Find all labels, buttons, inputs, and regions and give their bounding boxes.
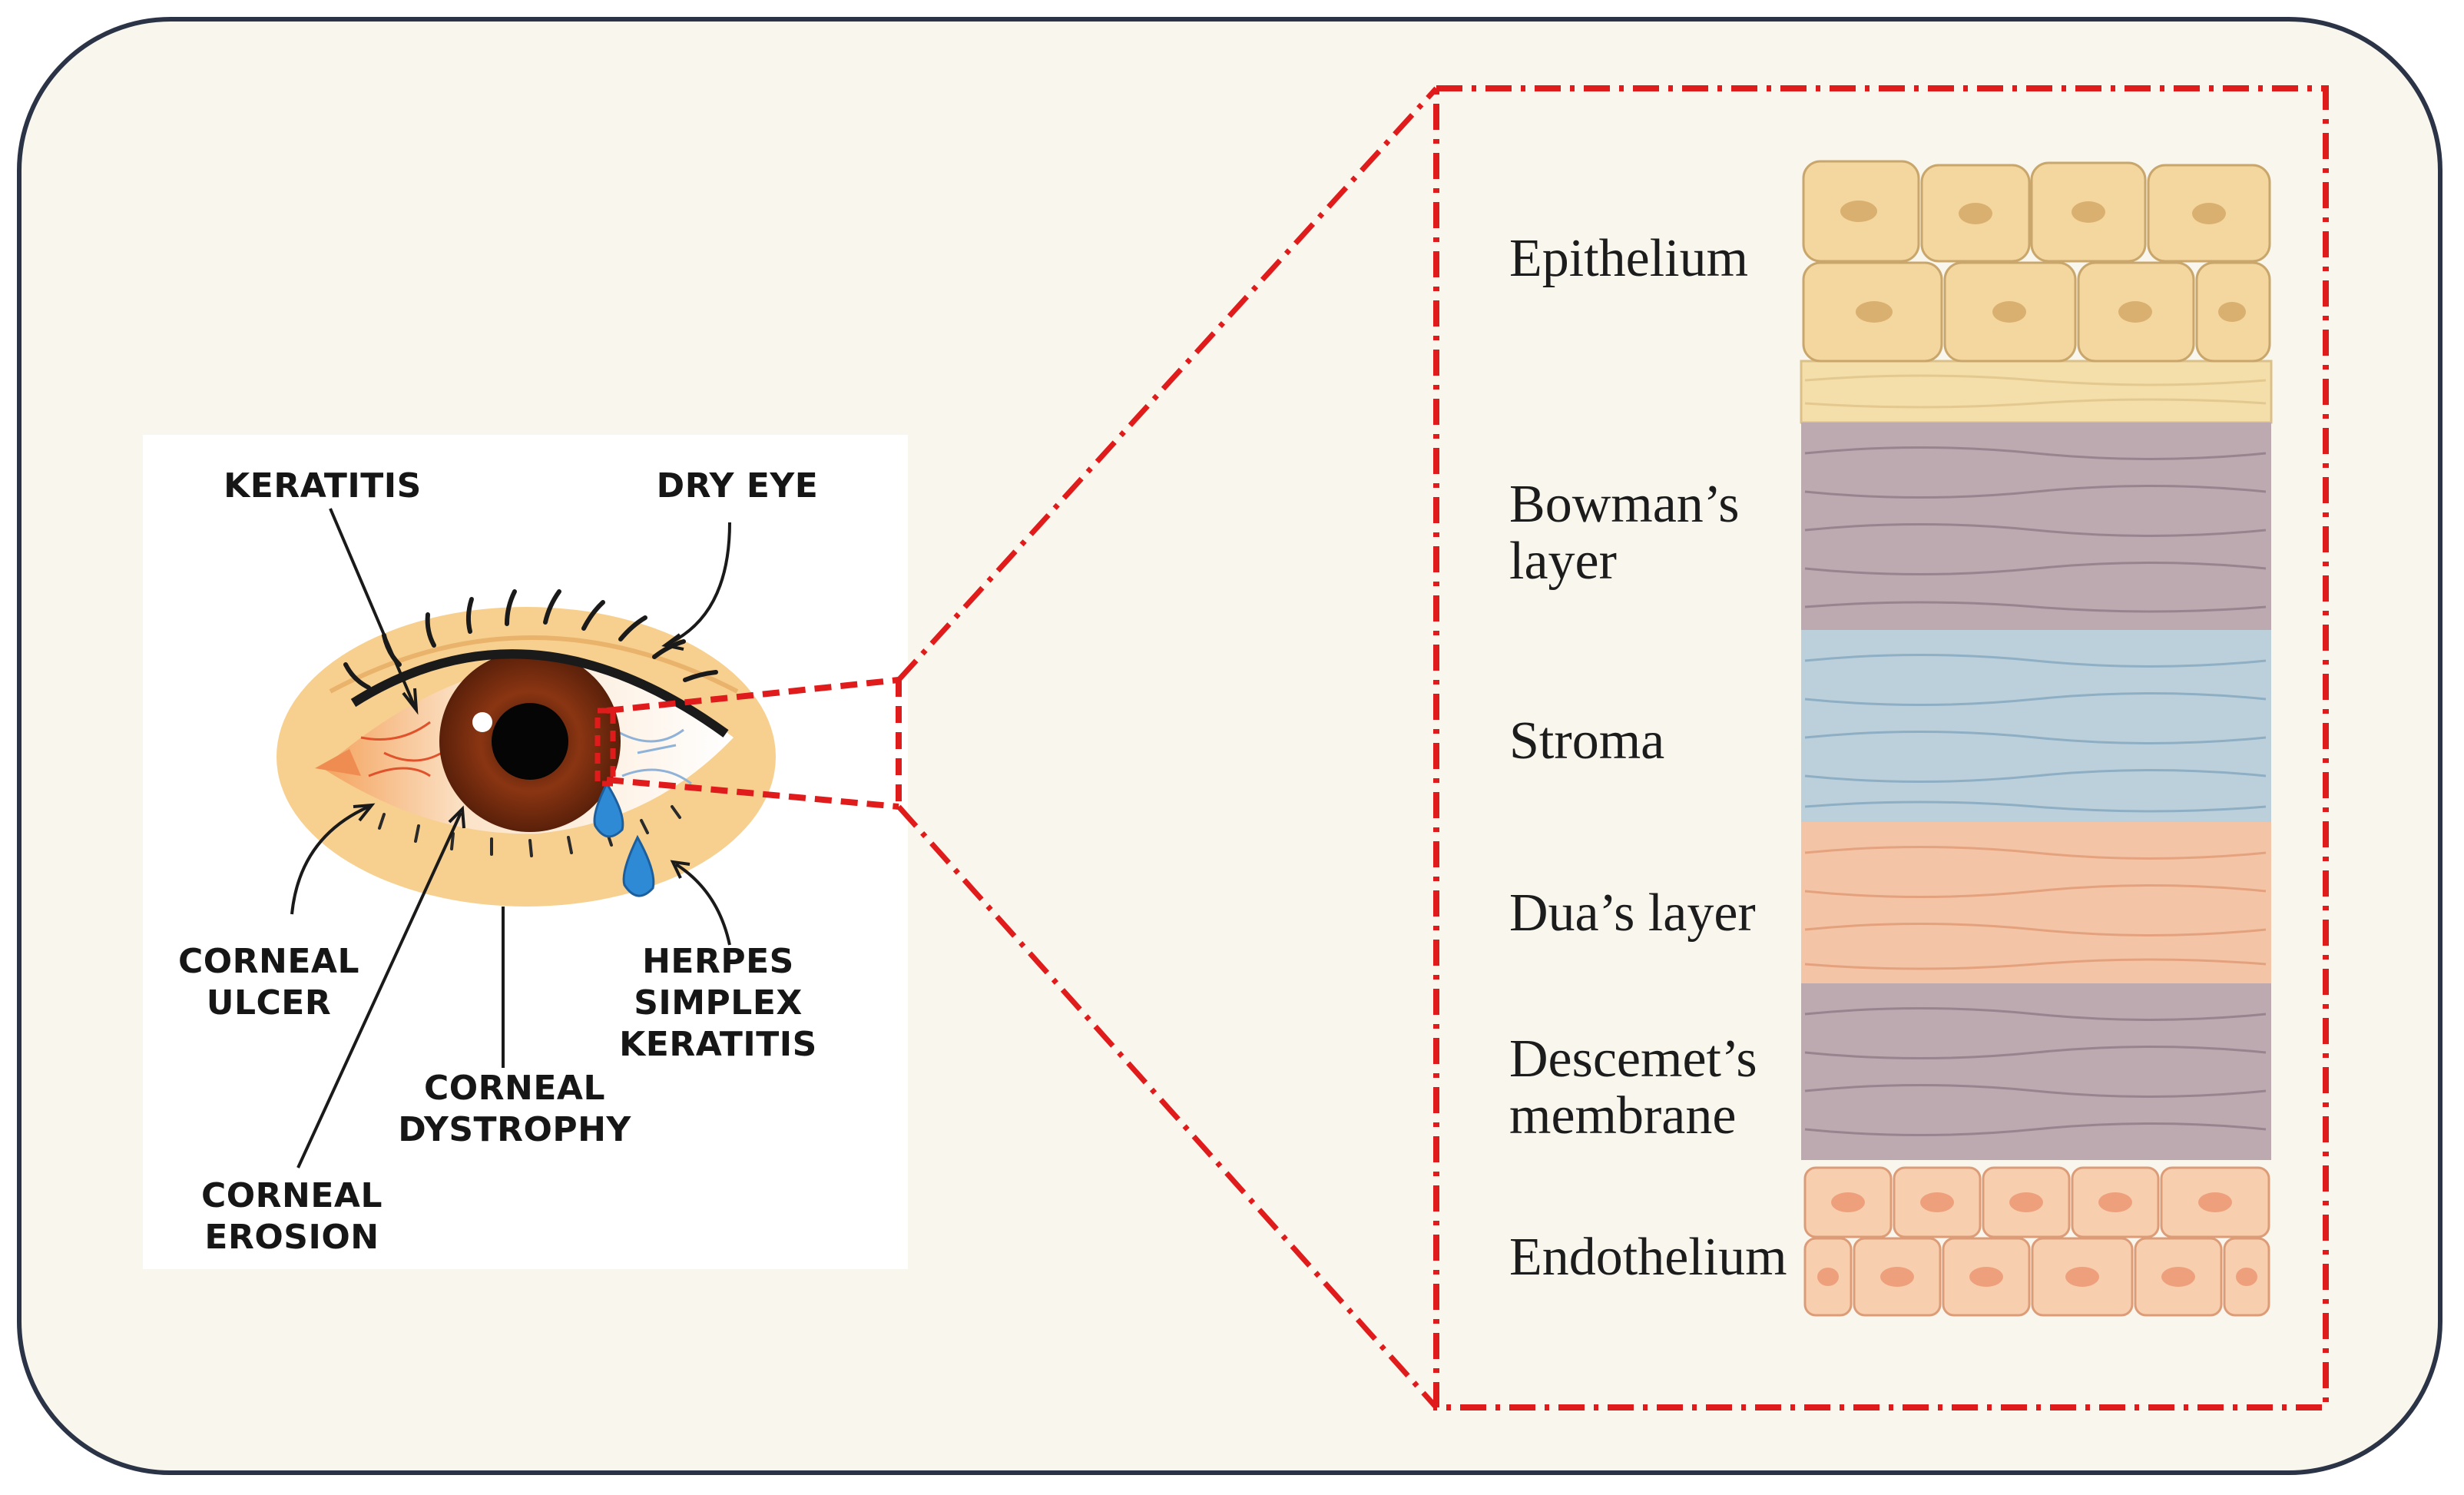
arrowhead-keratitis <box>402 688 419 715</box>
layer-label-dua: Dua’s layer <box>1509 883 1756 943</box>
lower-lashes <box>378 805 681 857</box>
dashed-connector-bottom <box>606 777 899 810</box>
dashdot-connector-bottom <box>896 804 1439 1410</box>
layer-stroma <box>1801 630 2271 822</box>
zoom-connectors <box>594 85 2329 1410</box>
arrow-herpes <box>674 863 731 946</box>
epithelium-nuclei <box>1840 201 2246 323</box>
inner-corner <box>315 749 361 776</box>
dashed-connector-top <box>606 677 899 714</box>
arrowhead-dry-eye <box>661 633 684 651</box>
dashdot-connector-top <box>896 86 1439 682</box>
arrow-corneal-ulcer <box>290 805 369 915</box>
eye-illustration <box>277 589 776 907</box>
layer-label-epithelium: Epithelium <box>1509 229 1749 288</box>
arrow-corneal-erosion <box>296 812 462 1168</box>
arrow-dry-eye <box>667 522 731 645</box>
upper-lid-crease <box>329 635 739 694</box>
cornea-layers-stack <box>1800 160 2273 1317</box>
tear-drop-lower <box>622 834 655 897</box>
eye-zoom-box <box>594 708 616 787</box>
panel-blank-patch <box>614 1029 845 1260</box>
epithelium-cells <box>1802 160 2271 363</box>
layer-label-bowman: Bowman’s layer <box>1509 475 1740 591</box>
arrowhead-corneal-erosion <box>448 805 465 829</box>
arrowhead-herpes <box>670 860 691 879</box>
iris-highlight <box>472 712 492 732</box>
layer-label-stroma: Stroma <box>1509 711 1665 771</box>
label-keratitis: KERATITIS <box>224 466 422 506</box>
red-veins <box>360 721 442 777</box>
bowman-fibers <box>1804 446 2267 613</box>
layer-label-descemet: Descemet’s membrane <box>1509 1029 1757 1145</box>
dua-fibers <box>1804 846 2267 970</box>
label-corneal-dystrophy: CORNEAL DYSTROPHY <box>398 1069 631 1149</box>
label-herpes-simplex-keratitis: HERPES SIMPLEX KERATITIS <box>619 942 817 1064</box>
label-dry-eye: DRY EYE <box>656 466 819 506</box>
label-corneal-erosion: CORNEAL EROSION <box>200 1176 383 1257</box>
layer-descemet <box>1801 983 2271 1160</box>
pupil <box>492 703 568 780</box>
descemet-fibers <box>1804 1007 2267 1136</box>
blue-veins <box>614 728 692 785</box>
endothelium-nuclei <box>1817 1192 2257 1287</box>
pointer-arrows <box>290 508 731 1168</box>
upper-lashes <box>343 589 718 690</box>
stroma-fibers <box>1804 654 2267 813</box>
layer-endothelium <box>1803 1166 2270 1317</box>
label-corneal-ulcer: CORNEAL ULCER <box>177 942 360 1023</box>
layers-zoom-box <box>1433 85 2329 1410</box>
arrowhead-corneal-ulcer <box>353 803 376 822</box>
tear-drop-upper <box>593 781 624 838</box>
layer-dua <box>1801 822 2271 983</box>
layer-epithelium <box>1800 160 2273 424</box>
arrow-keratitis <box>329 508 416 708</box>
layer-label-endothelium: Endothelium <box>1509 1228 1787 1287</box>
